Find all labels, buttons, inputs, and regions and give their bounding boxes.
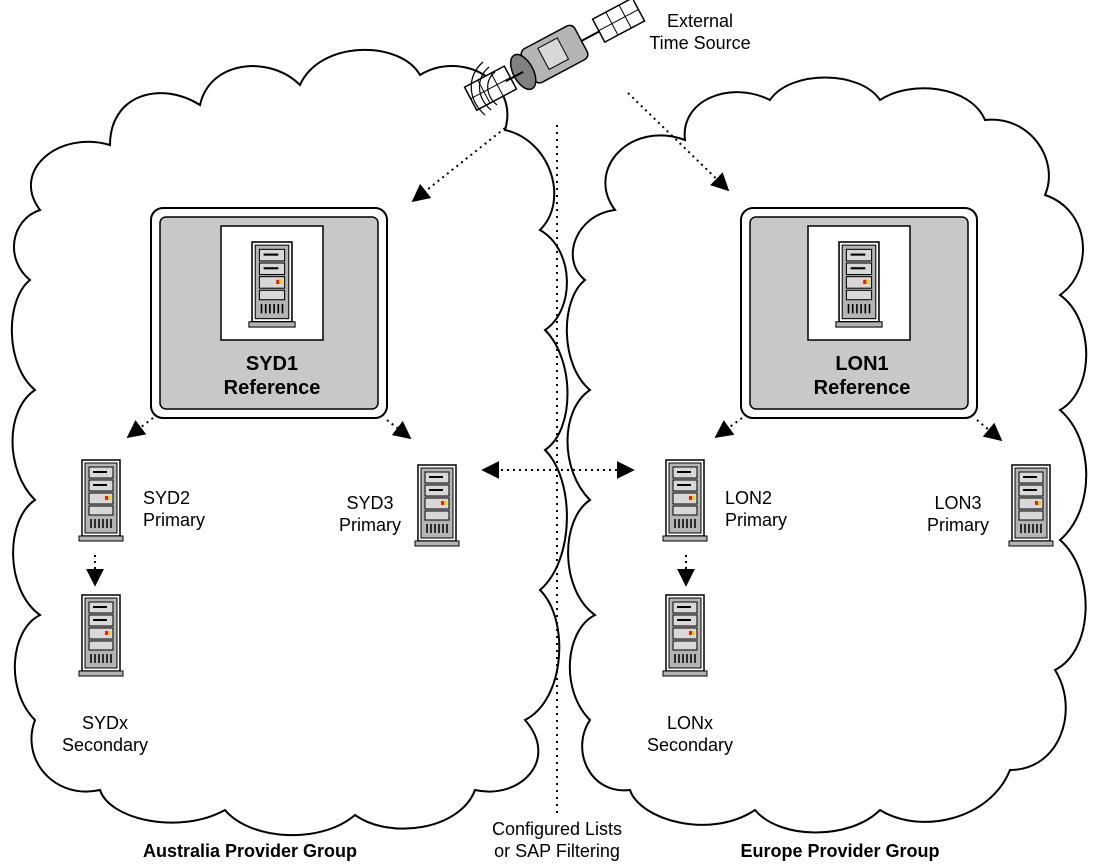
syd3-role: Primary — [339, 515, 401, 535]
time-source-label: External Time Source — [625, 10, 775, 54]
syd1-role: Reference — [223, 377, 321, 399]
syd1-server-icon — [247, 240, 297, 329]
australia-group-title: Australia Provider Group — [142, 841, 358, 861]
syd2-server-icon — [78, 459, 124, 542]
time-link-australia — [411, 127, 506, 203]
lon3-role: Primary — [927, 515, 989, 535]
lon2-label: LON2 Primary — [725, 487, 787, 531]
lon1-role: Reference — [813, 377, 911, 399]
sydx-server-icon — [78, 594, 124, 677]
lon1-server-icon — [834, 240, 884, 329]
lonx-role: Secondary — [646, 735, 734, 755]
europe-group-title: Europe Provider Group — [740, 841, 940, 861]
syd1-to-syd3-arrow — [386, 419, 412, 440]
divider-line1: Configured Lists — [491, 819, 623, 839]
lon1-name: LON1 — [835, 353, 889, 375]
lon3-server-icon — [1008, 464, 1054, 547]
syd3-name: SYD3 — [346, 493, 394, 513]
lon3-label: LON3 Primary — [918, 492, 998, 536]
lon1-label: LON1 Reference — [780, 352, 944, 400]
time-source-line1: External — [666, 11, 734, 31]
syd1-name: SYD1 — [245, 353, 299, 375]
syd1-label: SYD1 Reference — [190, 352, 354, 400]
lonx-name: LONx — [666, 713, 713, 733]
lon2-role: Primary — [725, 510, 787, 530]
lon3-name: LON3 — [934, 493, 982, 513]
lon2-name: LON2 — [725, 488, 773, 508]
syd2-name: SYD2 — [143, 488, 191, 508]
lon2-server-icon — [662, 459, 708, 542]
sydx-label: SYDx Secondary — [45, 712, 165, 756]
sydx-role: Secondary — [61, 735, 149, 755]
divider-label: Configured Lists or SAP Filtering — [467, 818, 647, 862]
syd3-server-icon — [414, 464, 460, 547]
satellite-icon — [463, 0, 646, 112]
signal-waves — [470, 61, 498, 116]
divider-line2: or SAP Filtering — [494, 841, 620, 861]
lonx-server-icon — [662, 594, 708, 677]
sydx-name: SYDx — [81, 713, 128, 733]
syd2-label: SYD2 Primary — [143, 487, 205, 531]
time-source-line2: Time Source — [649, 33, 751, 53]
syd3-label: SYD3 Primary — [330, 492, 410, 536]
lonx-label: LONx Secondary — [630, 712, 750, 756]
syd2-role: Primary — [143, 510, 205, 530]
